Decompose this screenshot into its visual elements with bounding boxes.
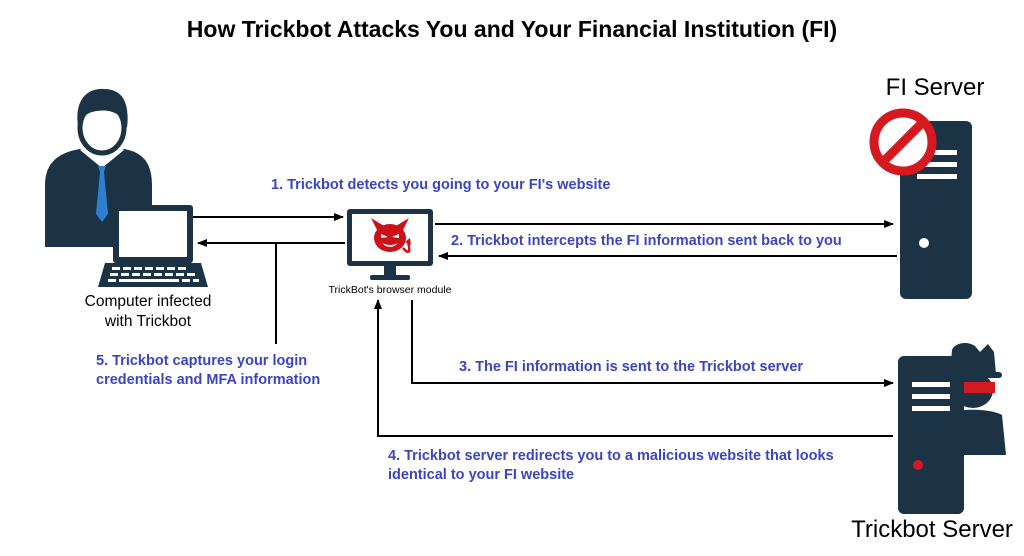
arrow-module-to-trickbot (411, 300, 894, 387)
step-5-text-line2: credentials and MFA information (96, 372, 320, 388)
user-label-line1: Computer infected (85, 293, 212, 310)
step-2-text: 2. Trickbot intercepts the FI informatio… (451, 233, 842, 249)
arrow-trickbot-to-module (374, 299, 893, 437)
fi-server-label: FI Server (886, 74, 985, 101)
trickbot-server-label: Trickbot Server (851, 516, 1013, 543)
devil-monitor-icon (347, 209, 433, 280)
step-4-text-line1: 4. Trickbot server redirects you to a ma… (388, 448, 834, 464)
hacker-server-icon (898, 343, 1006, 514)
step-3-text: 3. The FI information is sent to the Tri… (459, 359, 803, 375)
step-5-text-line1: 5. Trickbot captures your login (96, 353, 307, 369)
step-1-text: 1. Trickbot detects you going to your FI… (271, 177, 610, 193)
browser-module-label: TrickBot's browser module (329, 284, 452, 296)
blocked-server-icon (869, 108, 972, 299)
user-computer-icon (45, 88, 208, 287)
diagram-title: How Trickbot Attacks You and Your Financ… (187, 16, 837, 42)
step-4-text-line2: identical to your FI website (388, 467, 574, 483)
user-label-line2: with Trickbot (104, 313, 192, 330)
